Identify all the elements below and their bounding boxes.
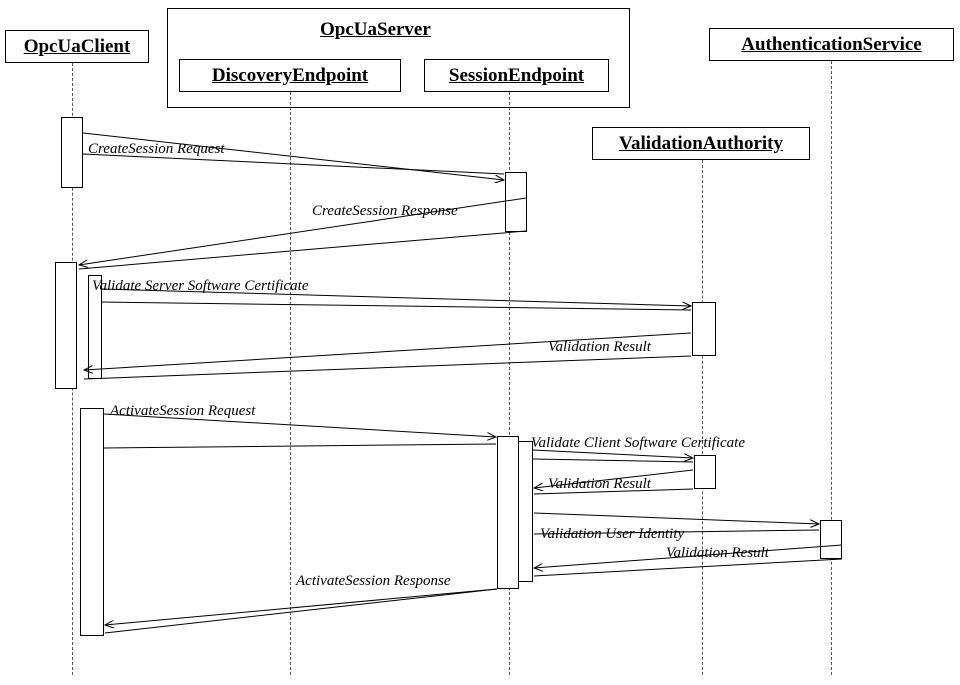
message-label-validate-server-software-certificate: Validate Server Software Certificate	[92, 278, 309, 294]
message-label-activate-session-request: ActivateSession Request	[110, 403, 256, 419]
activation-validation-client-cert	[694, 455, 716, 489]
group-title-opcuaserver: OpcUaServer	[320, 19, 431, 40]
participant-label-auth: AuthenticationService	[741, 33, 922, 55]
lifeline-session	[509, 92, 510, 675]
participant-box-discovery[interactable]: DiscoveryEndpoint	[179, 59, 401, 92]
activation-validation-server-cert	[692, 302, 716, 356]
message-label-validation-user-identity: Validation User Identity	[540, 526, 685, 542]
message-label-validation-result-user: Validation Result	[666, 545, 769, 561]
message-label-activate-session-response: ActivateSession Response	[296, 573, 451, 589]
participant-label-session: SessionEndpoint	[448, 64, 585, 86]
participant-box-session[interactable]: SessionEndpoint	[424, 59, 609, 92]
message-label-create-session-response: CreateSession Response	[312, 203, 458, 219]
group-box-opcuaserver	[167, 8, 630, 108]
activation-session-create	[505, 172, 527, 232]
message-label-validation-result-client: Validation Result	[548, 476, 651, 492]
activation-session-activate	[497, 436, 519, 589]
activation-auth-user-identity	[820, 520, 842, 559]
arrow-activate-session-response	[105, 588, 498, 634]
activation-session-activate-inner	[518, 441, 533, 582]
activation-client-activate	[80, 408, 104, 636]
activation-client-create	[61, 117, 83, 188]
participant-label-client: OpcUaClient	[23, 35, 131, 57]
participant-box-auth[interactable]: AuthenticationService	[709, 28, 954, 61]
activation-client-validate	[55, 262, 77, 389]
lifeline-discovery	[290, 92, 291, 675]
participant-box-validation[interactable]: ValidationAuthority	[592, 127, 810, 160]
participant-box-client[interactable]: OpcUaClient	[5, 30, 149, 63]
arrow-create-session-response	[79, 197, 527, 270]
participant-label-validation: ValidationAuthority	[619, 132, 783, 154]
message-label-validation-result-server: Validation Result	[548, 339, 651, 355]
participant-label-discovery: DiscoveryEndpoint	[211, 64, 369, 86]
message-label-create-session-request: CreateSession Request	[88, 141, 225, 157]
message-label-validate-client-software-certificate: Validate Client Software Certificate	[531, 435, 746, 451]
lifeline-auth	[831, 61, 832, 675]
lifeline-validation	[702, 160, 703, 675]
